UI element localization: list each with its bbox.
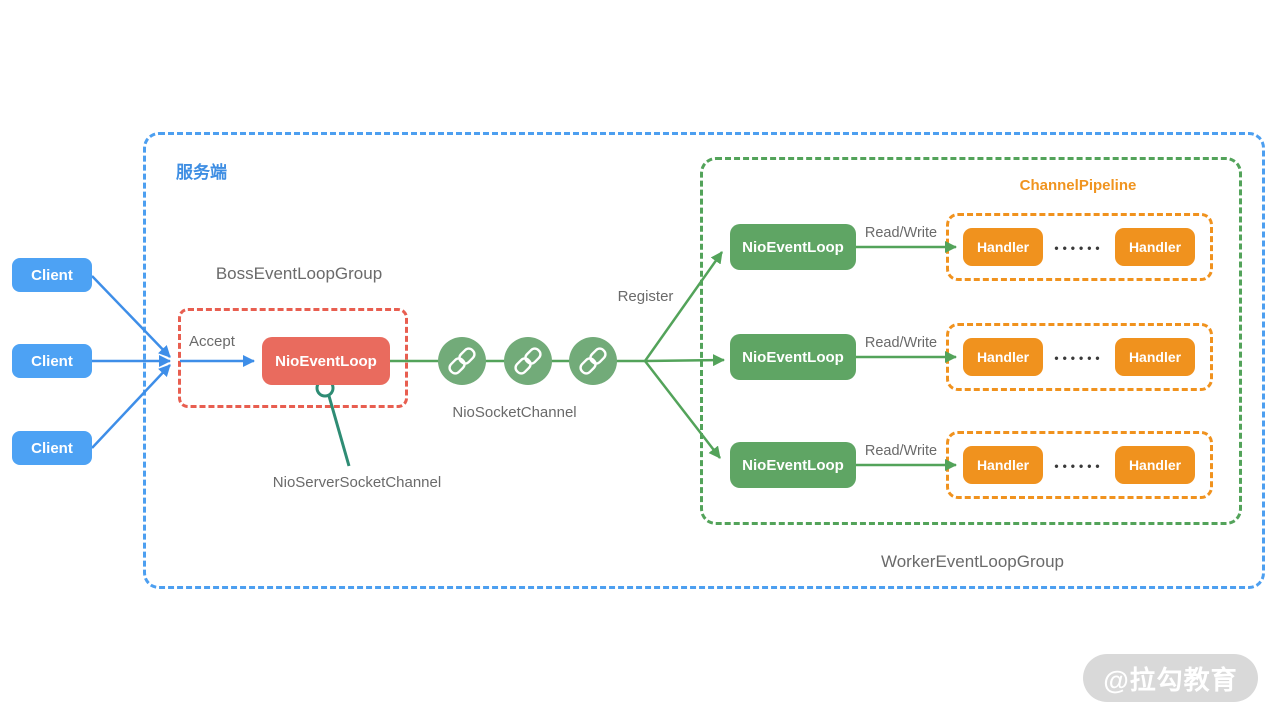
client-node-2: Client	[12, 344, 92, 378]
handler-node: Handler	[1115, 228, 1195, 266]
handler-node: Handler	[963, 446, 1043, 484]
read-write-label-2: Read/Write	[864, 335, 938, 351]
nio-socket-channel-label: NioSocketChannel	[452, 404, 577, 421]
client-node-3: Client	[12, 431, 92, 465]
worker-group-title: WorkerEventLoopGroup	[880, 552, 1064, 571]
handler-node: Handler	[963, 338, 1043, 376]
handler-node: Handler	[1115, 446, 1195, 484]
worker-nio-event-loop-1: NioEventLoop	[730, 224, 856, 270]
handler-ellipsis: ••••••	[1054, 351, 1104, 365]
handler-node: Handler	[1115, 338, 1195, 376]
read-write-label-1: Read/Write	[864, 225, 938, 241]
channel-pipeline-title: ChannelPipeline	[1019, 177, 1137, 194]
handler-node: Handler	[963, 228, 1043, 266]
handler-ellipsis: ••••••	[1054, 459, 1104, 473]
client-node-1: Client	[12, 258, 92, 292]
lagou-watermark: @拉勾教育	[1083, 654, 1258, 702]
boss-event-loop-group-box	[178, 308, 408, 408]
worker-nio-event-loop-2: NioEventLoop	[730, 334, 856, 380]
boss-nio-event-loop: NioEventLoop	[262, 337, 390, 385]
register-label: Register	[617, 288, 674, 305]
read-write-label-3: Read/Write	[864, 443, 938, 459]
boss-group-title: BossEventLoopGroup	[215, 264, 383, 283]
server-region-label: 服务端	[176, 163, 227, 182]
worker-nio-event-loop-3: NioEventLoop	[730, 442, 856, 488]
handler-ellipsis: ••••••	[1054, 241, 1104, 255]
accept-label: Accept	[189, 333, 235, 350]
nio-server-socket-channel-label: NioServerSocketChannel	[272, 474, 442, 491]
